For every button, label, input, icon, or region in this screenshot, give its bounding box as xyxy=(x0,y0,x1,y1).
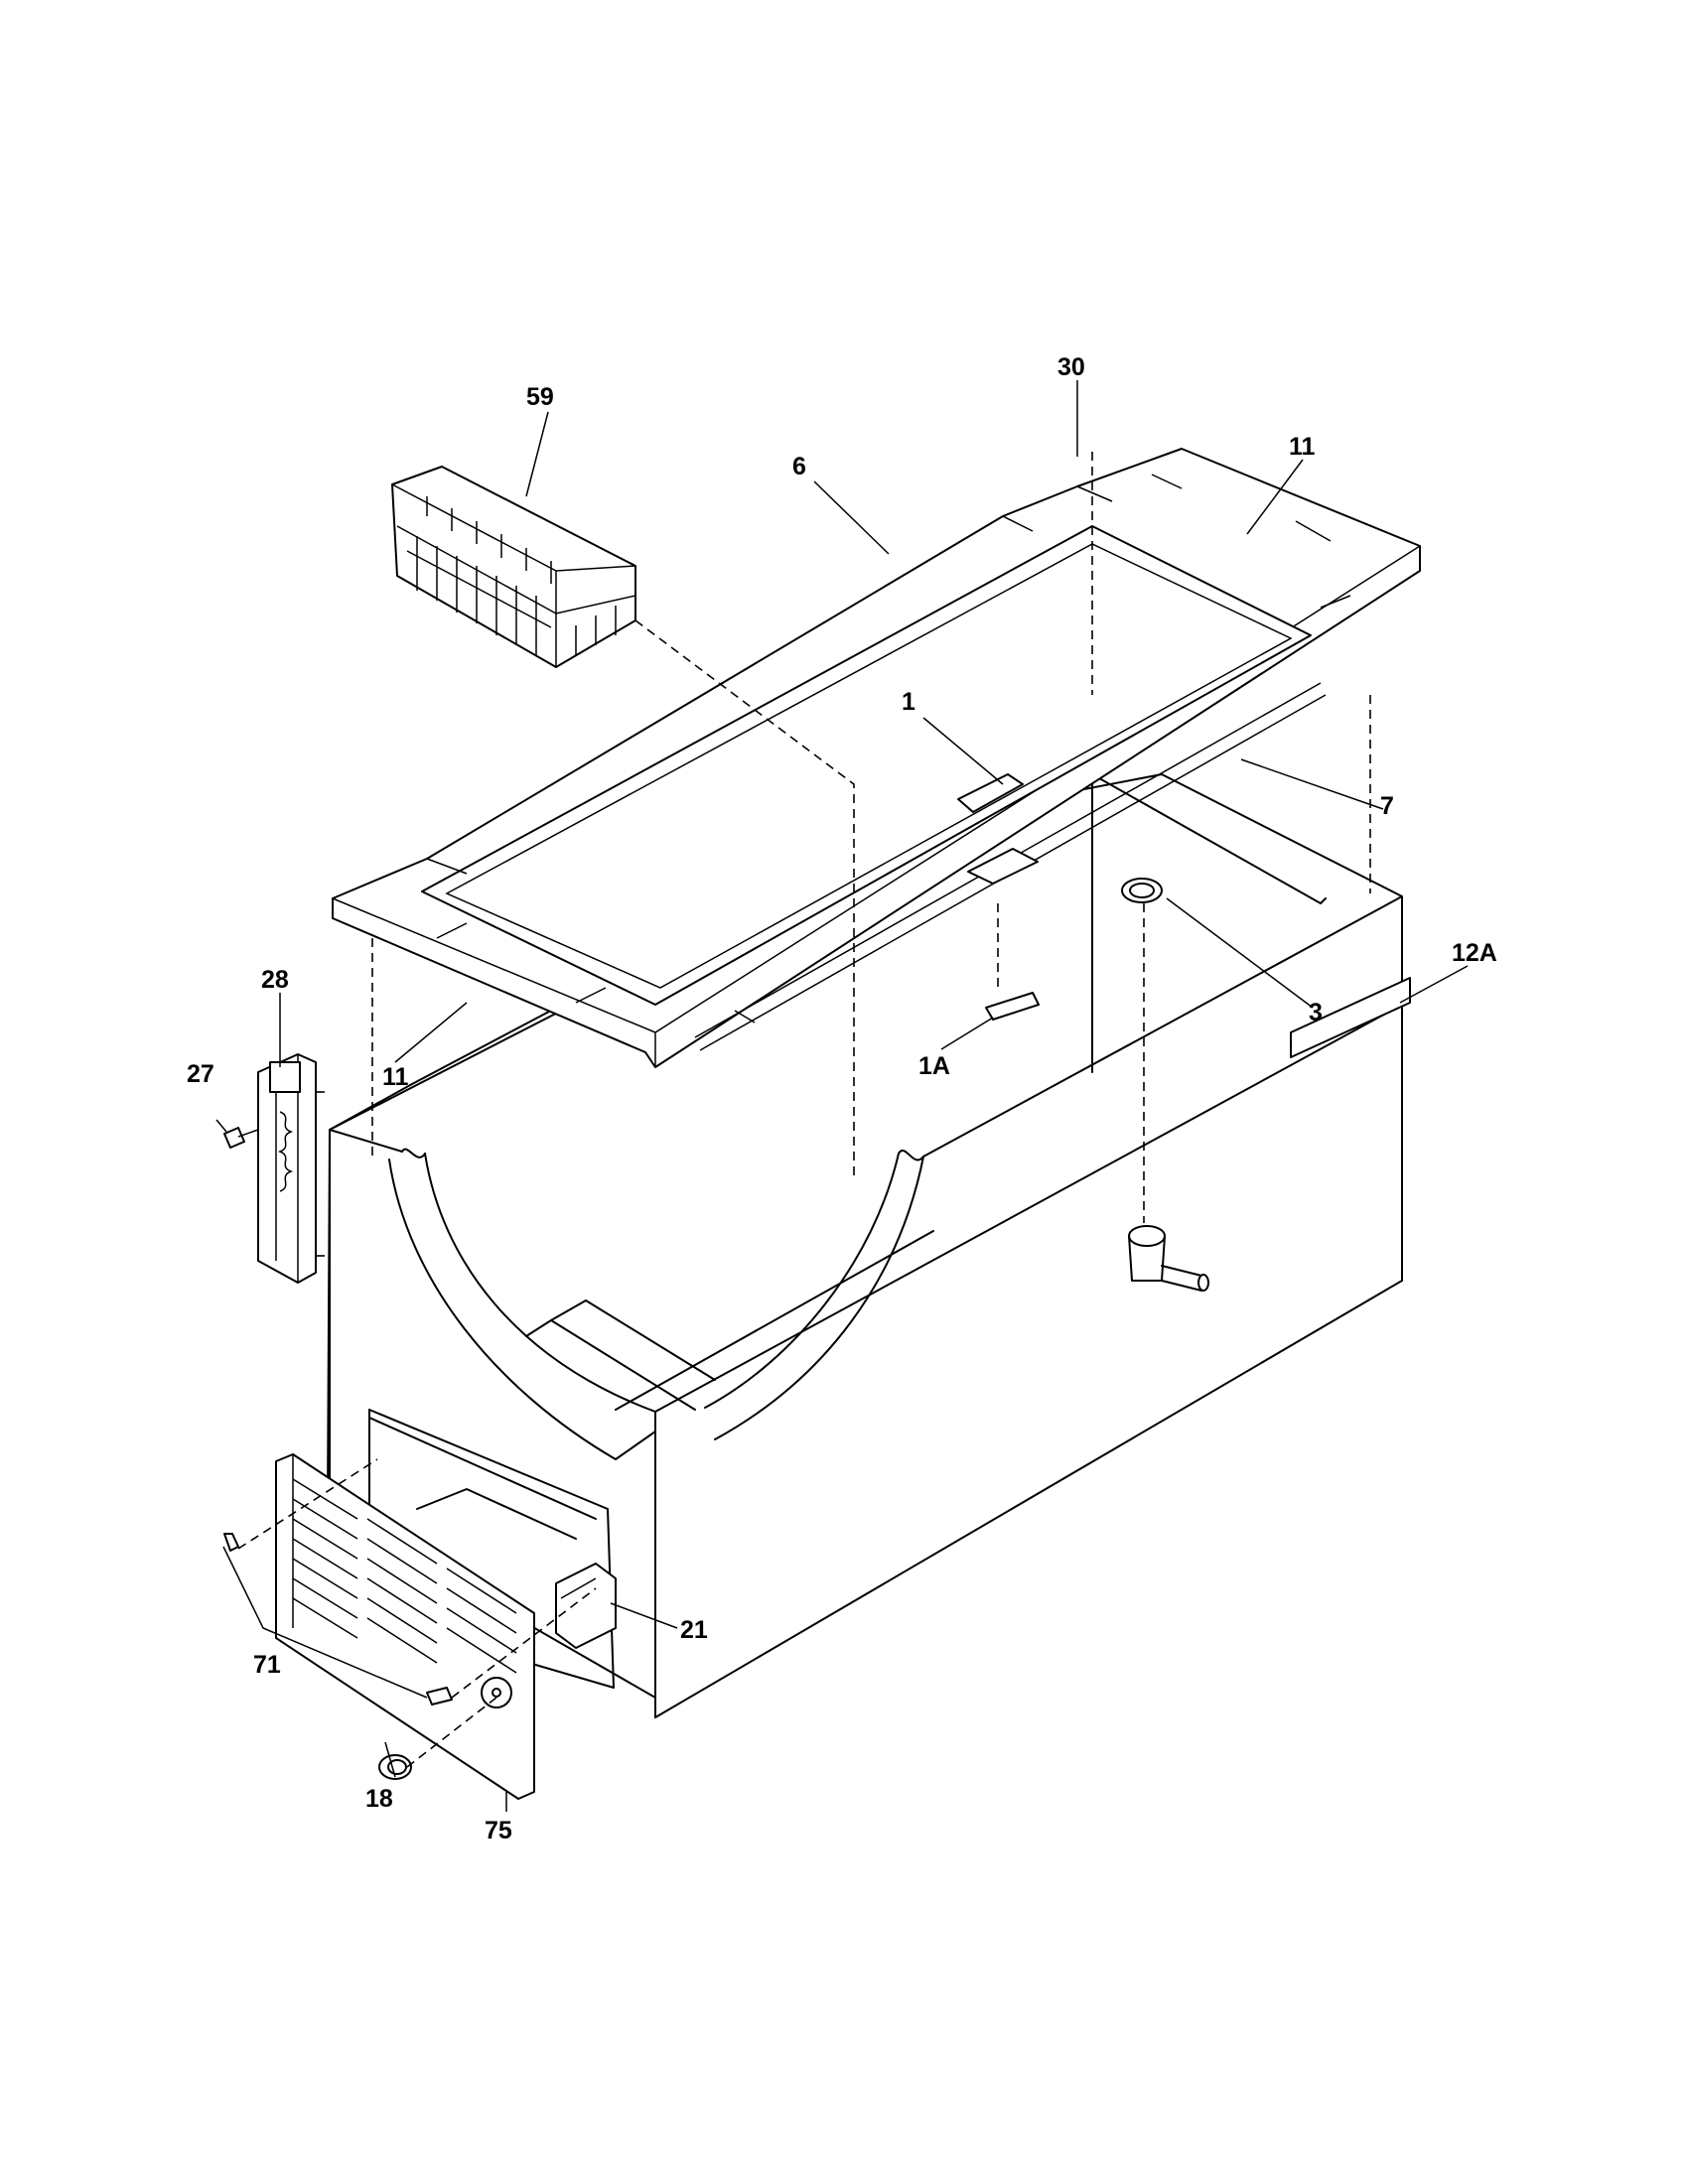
hinge xyxy=(257,1053,317,1284)
callout-21: 21 xyxy=(680,1616,708,1644)
callout-75: 75 xyxy=(485,1817,512,1844)
callout-11-top: 11 xyxy=(1289,433,1316,461)
clip xyxy=(985,992,1040,1021)
callout-1: 1 xyxy=(902,688,915,716)
drain-plug xyxy=(1121,878,1163,903)
callout-18: 18 xyxy=(365,1785,393,1813)
callout-71: 71 xyxy=(253,1651,281,1679)
callout-30: 30 xyxy=(1057,353,1085,381)
callout-3: 3 xyxy=(1309,999,1323,1026)
screw xyxy=(223,1127,259,1149)
basket xyxy=(391,466,636,668)
callouts: 30 59 11 6 1 7 3 12A 28 27 11 1A 21 71 1… xyxy=(187,353,1497,1844)
callout-6: 6 xyxy=(792,453,806,480)
control-unit xyxy=(555,1563,617,1649)
callout-27: 27 xyxy=(187,1060,214,1088)
drain-tube xyxy=(1128,1225,1209,1292)
gasket-frame xyxy=(332,448,1421,1068)
callout-11-bottom: 11 xyxy=(382,1063,409,1091)
grille-screws xyxy=(223,1533,453,1706)
callout-7: 7 xyxy=(1380,792,1394,820)
callout-28: 28 xyxy=(261,966,289,994)
callout-59: 59 xyxy=(526,383,554,411)
leader-lines xyxy=(215,380,1469,1812)
callout-12A: 12A xyxy=(1452,939,1497,967)
callout-1A: 1A xyxy=(918,1052,950,1080)
grille xyxy=(275,1453,535,1800)
assembly-lines xyxy=(237,452,1371,1768)
